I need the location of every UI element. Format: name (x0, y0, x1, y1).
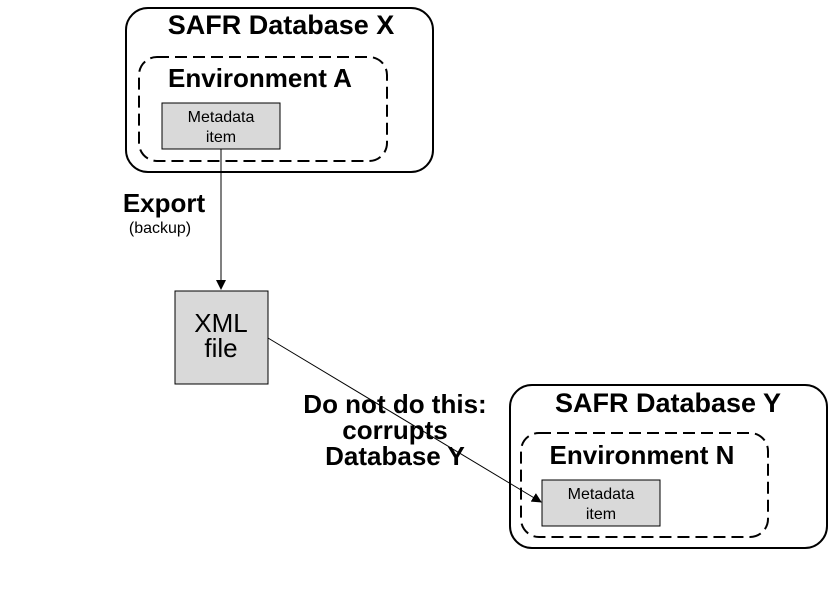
xml-file: XML file (174, 290, 269, 385)
xml-file-line1: XML (194, 308, 247, 338)
database-x-title: SAFR Database X (168, 10, 395, 40)
environment-a-frame (138, 56, 388, 162)
environment-a-title: Environment A (168, 63, 352, 93)
metadata-item-x (161, 102, 281, 150)
metadata-item-x-line2: item (206, 129, 236, 146)
export-sublabel: (backup) (129, 220, 191, 237)
warning-line2: corrupts (342, 415, 447, 445)
xml-file-box (174, 290, 269, 385)
metadata-item-y (541, 479, 661, 527)
environment-n-frame (520, 432, 769, 538)
database-y-frame (509, 384, 828, 549)
metadata-item-y-line1: Metadata (568, 486, 635, 503)
xml-file-line2: file (204, 333, 237, 363)
metadata-item-x-line1: Metadata (188, 109, 255, 126)
import-arrow (267, 337, 542, 503)
metadata-item-y-line2: item (586, 506, 616, 523)
database-y: SAFR Database Y Environment N Metadata i… (509, 384, 828, 549)
database-x: SAFR Database X Environment A Metadata i… (125, 7, 434, 173)
environment-n-title: Environment N (550, 440, 735, 470)
database-y-title: SAFR Database Y (555, 388, 781, 418)
warning-line1: Do not do this: (303, 389, 486, 419)
warning-line3: Database Y (325, 441, 465, 471)
export-label: Export (123, 188, 206, 218)
